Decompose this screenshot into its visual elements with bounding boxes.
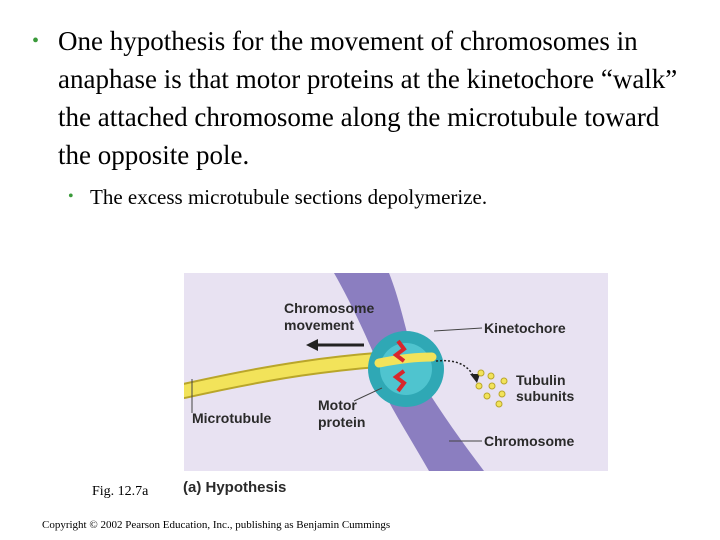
motor-protein-upper <box>392 339 407 363</box>
label-tubulin-2: subunits <box>516 388 575 404</box>
label-tubulin-1: Tubulin <box>516 372 566 388</box>
bullet-glyph: • <box>32 30 40 52</box>
bullet-glyph: • <box>68 188 74 205</box>
label-chromosome-movement-2: movement <box>284 317 354 333</box>
label-motor-2: protein <box>318 414 365 430</box>
motor-leader <box>353 387 383 402</box>
kinetochore-inner <box>380 343 432 395</box>
microtubule-end <box>374 352 437 368</box>
label-chromosome: Chromosome <box>484 433 574 449</box>
figure-number: Fig. 12.7a <box>92 484 149 499</box>
sub-bullet-text: The excess microtubule sections depolyme… <box>90 185 488 209</box>
label-motor-1: Motor <box>318 397 357 413</box>
movement-arrow-head <box>306 339 318 351</box>
label-chromosome-movement-1: Chromosome <box>284 300 374 316</box>
release-arrow-head <box>470 374 480 383</box>
motor-protein-lower <box>392 369 407 393</box>
tubulin-subunits <box>475 369 508 408</box>
kinetochore-leader <box>433 327 483 332</box>
label-microtubule: Microtubule <box>192 410 272 426</box>
anaphase-diagram: Chromosome movement Kinetochore Tubulin … <box>176 273 608 471</box>
hypothesis-figure: Chromosome movement Kinetochore Tubulin … <box>176 273 608 471</box>
copyright-notice: Copyright © 2002 Pearson Education, Inc.… <box>42 519 391 531</box>
figure-caption: (a) Hypothesis <box>183 479 287 496</box>
main-bullet-text: One hypothesis for the movement of chrom… <box>58 26 678 170</box>
label-kinetochore: Kinetochore <box>484 320 566 336</box>
